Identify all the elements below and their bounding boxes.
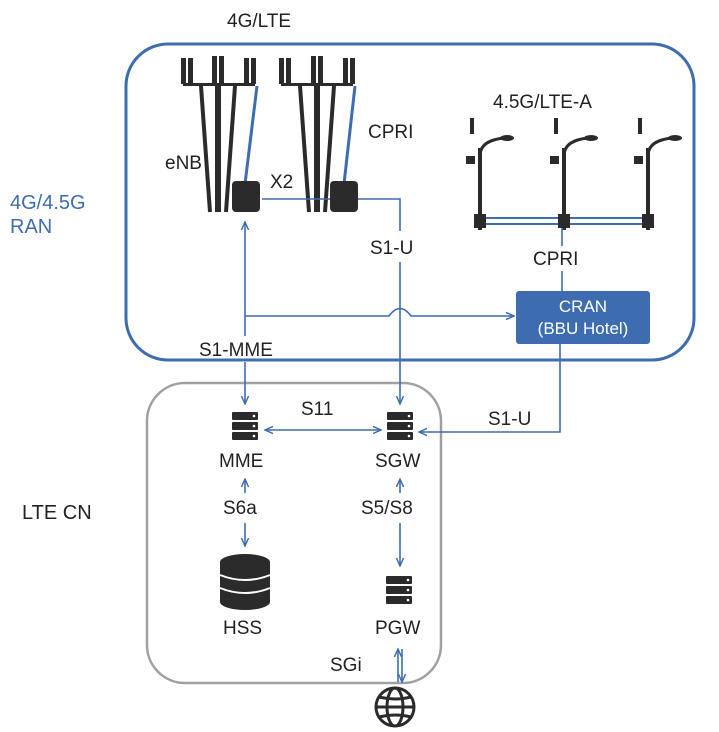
cpri-label: CPRI (368, 122, 414, 143)
cn-region-title: LTE CN (22, 502, 92, 524)
mme-label: MME (219, 451, 264, 472)
s1-u-enb-link (358, 198, 401, 231)
cpri-tower-icon (279, 56, 358, 213)
towers-group-label: 4G/LTE (227, 11, 292, 32)
sgi-label: SGi (330, 655, 362, 676)
sgw-server-icon (387, 412, 413, 440)
x2-label: X2 (270, 172, 294, 193)
mme-server-icon (232, 412, 258, 440)
ran-region (124, 42, 696, 362)
sgw-label: SGW (375, 451, 421, 472)
enb-cran-link (245, 307, 514, 317)
s5-s8-label: S5/S8 (361, 498, 413, 519)
enb-label: eNB (165, 153, 202, 174)
internet-globe-icon (374, 686, 416, 728)
cran-label: CRAN (BBU Hotel) (516, 291, 650, 344)
cran-box (516, 291, 650, 344)
enb-tower-icon (181, 56, 260, 213)
cran-title: CRAN (558, 297, 608, 317)
s6a-label: S6a (223, 498, 257, 519)
ran-region-title: 4G/4.5G (10, 192, 86, 214)
ran-region-subtitle: RAN (10, 216, 53, 238)
s1-mme-label: S1-MME (199, 340, 273, 361)
pgw-server-icon (386, 576, 412, 604)
pgw-label: PGW (375, 618, 421, 639)
s1-u-cran-label: S1-U (488, 409, 532, 430)
s1-u-enb-label: S1-U (370, 238, 414, 259)
s11-label: S11 (301, 399, 334, 420)
small-cells-label: 4.5G/LTE-A (493, 92, 592, 113)
small-cells-cpri-label: CPRI (533, 249, 579, 270)
small-cells-icon (466, 118, 682, 230)
hss-database-icon (219, 554, 271, 610)
core-network-region (145, 381, 443, 685)
hss-label: HSS (223, 618, 263, 639)
s1-u-cran-link (419, 344, 561, 432)
cran-subtitle: (BBU Hotel) (537, 318, 629, 338)
